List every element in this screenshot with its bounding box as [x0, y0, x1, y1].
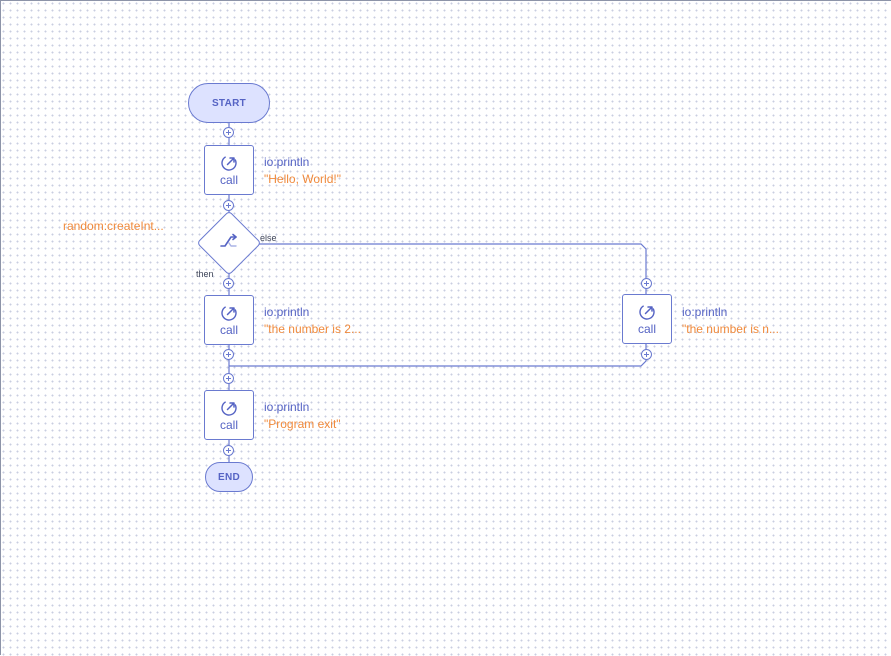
- call-node-type-label: call: [219, 172, 238, 187]
- add-step-button[interactable]: [641, 278, 652, 289]
- call-node-text: io:println "Hello, World!": [264, 154, 341, 188]
- function-call-icon: [639, 303, 655, 320]
- function-name: io:println: [264, 305, 310, 319]
- add-step-button[interactable]: [223, 278, 234, 289]
- else-branch-label: else: [260, 233, 277, 243]
- function-argument: "Program exit": [264, 417, 341, 431]
- function-argument: "the number is n...: [682, 322, 779, 336]
- add-step-button[interactable]: [223, 373, 234, 384]
- function-call-icon: [221, 304, 237, 321]
- call-node-hello[interactable]: call: [204, 145, 254, 195]
- add-step-button[interactable]: [223, 349, 234, 360]
- add-step-button[interactable]: [223, 200, 234, 211]
- call-node-text: io:println "the number is n...: [682, 304, 779, 338]
- branch-icon: [220, 233, 237, 247]
- then-branch-label: then: [196, 269, 214, 279]
- function-name: io:println: [264, 400, 310, 414]
- add-step-button[interactable]: [223, 445, 234, 456]
- function-call-icon: [221, 399, 237, 416]
- function-argument: "the number is 2...: [264, 322, 361, 336]
- function-argument: "Hello, World!": [264, 172, 341, 186]
- call-node-text: io:println "the number is 2...: [264, 304, 361, 338]
- call-node-then[interactable]: call: [204, 295, 254, 345]
- condition-expression[interactable]: random:createInt...: [63, 219, 164, 233]
- end-node[interactable]: END: [205, 462, 253, 492]
- function-call-icon: [221, 154, 237, 171]
- function-name: io:println: [264, 155, 310, 169]
- add-step-button[interactable]: [641, 349, 652, 360]
- call-node-type-label: call: [219, 322, 238, 337]
- start-label: START: [211, 97, 247, 109]
- add-step-button[interactable]: [223, 127, 234, 138]
- call-node-type-label: call: [219, 417, 238, 432]
- end-label: END: [217, 471, 240, 483]
- call-node-text: io:println "Program exit": [264, 399, 341, 433]
- start-node[interactable]: START: [188, 83, 270, 123]
- call-node-type-label: call: [637, 321, 656, 336]
- function-name: io:println: [682, 305, 728, 319]
- call-node-else[interactable]: call: [622, 294, 672, 344]
- call-node-exit[interactable]: call: [204, 390, 254, 440]
